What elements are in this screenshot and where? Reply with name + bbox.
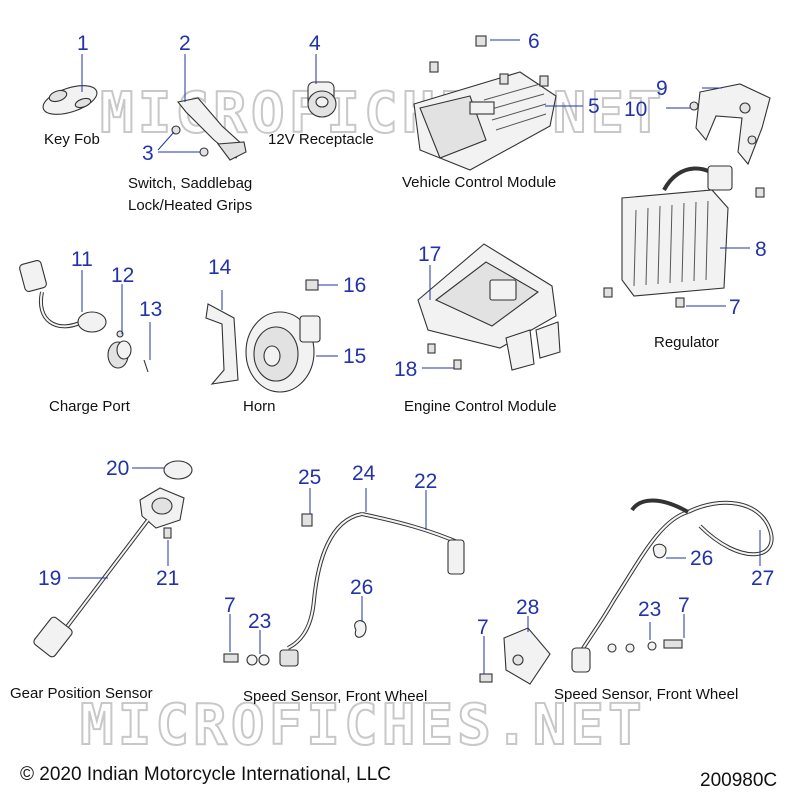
regulator-part — [603, 165, 765, 308]
callout-19: 19 — [38, 567, 61, 590]
leader-3a — [157, 131, 175, 151]
switch-bracket-part — [171, 97, 247, 161]
callout-28: 28 — [516, 596, 539, 619]
regulator-bracket-part — [695, 83, 771, 166]
label-horn: Horn — [243, 398, 276, 415]
key-fob-part — [42, 85, 98, 115]
callout-13: 13 — [139, 298, 162, 321]
callout-17: 17 — [418, 243, 441, 266]
label-speed-sensor-right: Speed Sensor, Front Wheel — [554, 686, 738, 703]
callout-1: 1 — [77, 32, 89, 55]
speed-sensor-right-part — [479, 498, 774, 685]
watermark-bottom: MICROFICHES.NET — [80, 693, 646, 758]
callout-26-right: 26 — [690, 547, 713, 570]
label-charge-port: Charge Port — [49, 398, 131, 415]
label-vehicle-control-module: Vehicle Control Module — [402, 174, 556, 191]
callout-23-left: 23 — [248, 610, 271, 633]
label-regulator: Regulator — [654, 334, 719, 351]
callout-7-left-sensor: 7 — [224, 594, 236, 617]
label-speed-sensor-left: Speed Sensor, Front Wheel — [243, 688, 427, 705]
callout-7-right-sensor: 7 — [477, 616, 489, 639]
callout-11: 11 — [71, 248, 93, 271]
callout-24: 24 — [352, 462, 376, 485]
label-engine-control-module: Engine Control Module — [404, 398, 557, 415]
callout-2: 2 — [179, 32, 191, 55]
callout-7-right-bolt: 7 — [678, 594, 690, 617]
callout-4: 4 — [309, 32, 321, 55]
callout-6: 6 — [528, 30, 540, 53]
callout-26-left: 26 — [350, 576, 373, 599]
callout-5: 5 — [588, 95, 600, 118]
callout-25: 25 — [298, 466, 321, 489]
callout-21: 21 — [156, 567, 179, 590]
washer-10-part — [689, 101, 699, 111]
callout-10: 10 — [624, 98, 647, 121]
callout-22: 22 — [414, 470, 437, 493]
callout-15: 15 — [343, 345, 366, 368]
callout-18: 18 — [394, 358, 417, 381]
label-12v-receptacle: 12V Receptacle — [268, 131, 374, 148]
horn-part — [205, 279, 321, 393]
label-switch-line2: Lock/Heated Grips — [128, 197, 252, 214]
copyright-text: © 2020 Indian Motorcycle International, … — [20, 764, 391, 785]
callout-12: 12 — [111, 264, 134, 287]
callout-8: 8 — [755, 238, 767, 261]
callout-20: 20 — [106, 457, 129, 480]
callout-3: 3 — [142, 142, 154, 165]
callout-14: 14 — [208, 256, 232, 279]
callout-7-regulator: 7 — [729, 296, 741, 319]
callout-16: 16 — [343, 274, 366, 297]
callout-27: 27 — [751, 567, 774, 590]
speed-sensor-left-part — [223, 512, 465, 667]
label-gear-position-sensor: Gear Position Sensor — [10, 685, 153, 702]
engine-control-module-part — [417, 243, 561, 371]
12v-receptacle-part — [307, 81, 337, 118]
figure-code: 200980C — [700, 770, 777, 791]
callout-23-right: 23 — [638, 598, 661, 621]
callout-9: 9 — [656, 77, 668, 100]
label-switch-line1: Switch, Saddlebag — [128, 175, 252, 192]
vehicle-control-module-part — [413, 35, 557, 171]
label-key-fob: Key Fob — [44, 131, 100, 148]
charge-port-part — [19, 259, 149, 373]
